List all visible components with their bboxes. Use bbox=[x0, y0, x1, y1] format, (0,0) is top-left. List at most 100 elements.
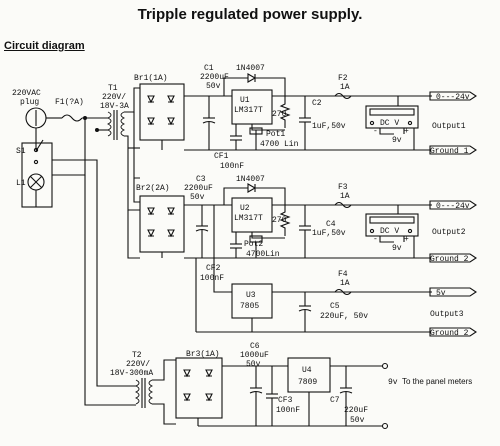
c7-label-3: 50v bbox=[350, 416, 365, 425]
fuse-f1-label: F1(?A) bbox=[55, 98, 84, 107]
t2-label-3: 18V-300mA bbox=[110, 369, 153, 378]
meter2-text: DC V bbox=[380, 227, 399, 236]
c1-label-1: C1 bbox=[204, 64, 214, 73]
f3-label-1: F3 bbox=[338, 183, 348, 192]
pot1 bbox=[249, 127, 263, 150]
cf1-label-1: CF1 bbox=[214, 152, 229, 161]
page-title: Tripple regulated power supply. bbox=[137, 6, 363, 23]
output3-label: Output3 bbox=[430, 310, 464, 319]
rail2-output-text: 0---24v bbox=[436, 202, 470, 211]
fuse-f4 bbox=[334, 288, 352, 296]
pot2-label-2: 4700Lin bbox=[246, 250, 280, 259]
panel-meter-1 bbox=[365, 105, 419, 135]
c3-label-2: 2200uF bbox=[184, 184, 213, 193]
diode-rail2-label: 1N4007 bbox=[236, 175, 265, 184]
output1-label: Output1 bbox=[432, 122, 466, 131]
meter1-plus: + bbox=[404, 127, 409, 136]
diode-rail1 bbox=[223, 73, 286, 96]
pot1-label-1: Pot1 bbox=[266, 130, 285, 139]
terminal-rail3-ground bbox=[429, 327, 477, 337]
mains-plug bbox=[25, 107, 56, 129]
u3-label-2: 7805 bbox=[240, 302, 259, 311]
capacitor-cf2 bbox=[230, 232, 242, 258]
u1-label-2: LM317T bbox=[234, 106, 263, 115]
u2-label-2: LM317T bbox=[234, 214, 263, 223]
rail1-output-text: 0---24v bbox=[436, 93, 470, 102]
u4-label-1: U4 bbox=[302, 366, 312, 375]
terminal-rail2-out bbox=[429, 200, 477, 210]
cf3-label-1: CF3 bbox=[278, 396, 293, 405]
c6-label-1: C6 bbox=[250, 342, 260, 351]
meter-supply-output: 9v bbox=[388, 378, 398, 387]
capacitor-c5 bbox=[298, 292, 312, 332]
t1-label-3: 18V-3A bbox=[100, 102, 129, 111]
regulator-u4 bbox=[287, 357, 331, 393]
regulator-u1 bbox=[231, 89, 273, 125]
transformer-t1 bbox=[106, 110, 126, 140]
t1-label-2: 220V/ bbox=[102, 93, 126, 102]
c2-label-1: C2 bbox=[312, 99, 322, 108]
capacitor-c4 bbox=[299, 205, 311, 258]
bridge-br1-diodes bbox=[147, 95, 175, 126]
meter2-minus: - bbox=[373, 235, 378, 244]
plug-label-1: 220VAC bbox=[12, 89, 41, 98]
pot1-label-2: 4700 Lin bbox=[260, 140, 299, 149]
c5-label-1: C5 bbox=[330, 302, 340, 311]
u4-label-2: 7809 bbox=[298, 378, 317, 387]
transformer-t2 bbox=[134, 378, 154, 408]
switch-s1 bbox=[33, 139, 44, 165]
capacitor-c6 bbox=[249, 366, 263, 426]
panel-meter-2 bbox=[365, 213, 419, 243]
cf1-label-2: 100nF bbox=[220, 162, 244, 171]
pot2-label-1: Pot2 bbox=[244, 240, 263, 249]
t2-label-2: 220V/ bbox=[126, 360, 150, 369]
f2-label-1: F2 bbox=[338, 74, 348, 83]
c3-label-3: 50v bbox=[190, 193, 205, 202]
meter1-minus: - bbox=[373, 127, 378, 136]
br3-label: Br3(1A) bbox=[186, 350, 220, 359]
f4-label-2: 1A bbox=[340, 279, 350, 288]
c1-label-2: 2200uF bbox=[200, 73, 229, 82]
rail3-output-text: 5v bbox=[436, 289, 446, 298]
fuse-f2 bbox=[334, 92, 352, 100]
capacitor-c2 bbox=[299, 96, 311, 150]
f3-label-2: 1A bbox=[340, 192, 350, 201]
u1-label-1: U1 bbox=[240, 96, 250, 105]
ground2-text: Ground 2 bbox=[430, 255, 469, 264]
regulator-u3 bbox=[231, 283, 273, 319]
diode-rail2 bbox=[223, 183, 286, 205]
u2-label-1: U2 bbox=[240, 204, 250, 213]
c6-label-3: 50v bbox=[246, 360, 261, 369]
c7-label-1: C7 bbox=[330, 396, 340, 405]
plug-label-2: plug bbox=[20, 98, 39, 107]
terminal-ground1 bbox=[429, 145, 477, 155]
resistor-rail2-label: 270 bbox=[272, 216, 287, 225]
c1-label-3: 50v bbox=[206, 82, 221, 91]
fuse-f3 bbox=[334, 201, 352, 209]
terminal-rail3-out bbox=[429, 287, 477, 297]
br2-label: Br2(2A) bbox=[136, 184, 170, 193]
capacitor-c7 bbox=[339, 366, 353, 426]
capacitor-cf1 bbox=[230, 124, 242, 150]
terminal-9v-minus bbox=[381, 422, 389, 430]
lamp-l1-label: L1 bbox=[16, 179, 26, 188]
resistor-rail1-label: 270 bbox=[272, 110, 287, 119]
output2-label: Output2 bbox=[432, 228, 466, 237]
diode-rail1-label: 1N4007 bbox=[236, 64, 265, 73]
meter-supply-note: To the panel meters bbox=[402, 377, 472, 386]
resistor-r270 bbox=[279, 96, 291, 128]
br1-label: Br1(1A) bbox=[134, 74, 168, 83]
f2-label-2: 1A bbox=[340, 83, 350, 92]
switch-s1-label: S1 bbox=[16, 147, 26, 156]
cf2-label-1: CF2 bbox=[206, 264, 221, 273]
c7-label-2: 220uF bbox=[344, 406, 368, 415]
c4-label-2: 1uF,50v bbox=[312, 229, 346, 238]
cf2-label-2: 100nF bbox=[200, 274, 224, 283]
bridge-br3 bbox=[175, 357, 223, 419]
cf3-label-2: 100nF bbox=[276, 406, 300, 415]
capacitor-cf3 bbox=[266, 366, 278, 426]
regulator-u2 bbox=[231, 197, 273, 233]
capacitor-c1 bbox=[202, 96, 216, 150]
f4-label-1: F4 bbox=[338, 270, 348, 279]
